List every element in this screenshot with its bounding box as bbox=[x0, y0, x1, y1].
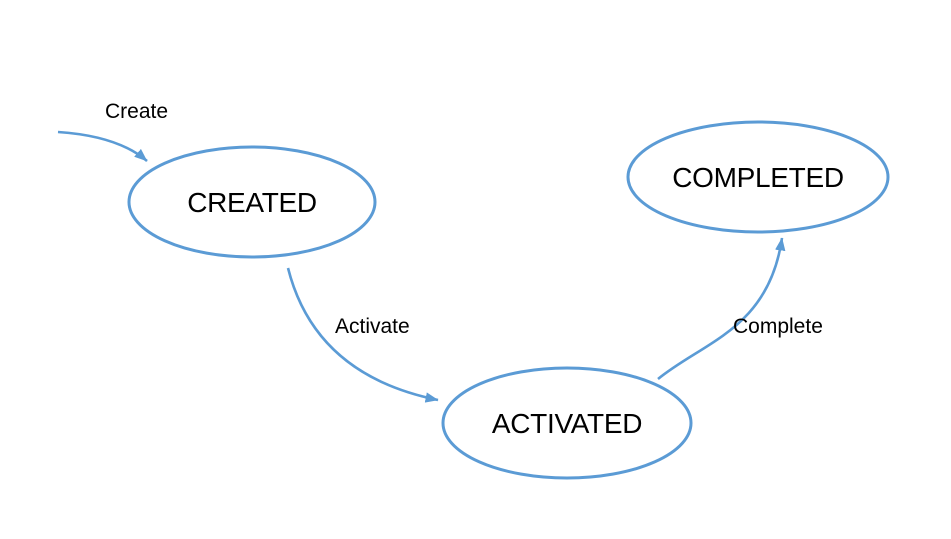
state-completed-label: COMPLETED bbox=[672, 162, 844, 193]
transition-activate-arrow bbox=[286, 267, 439, 403]
transition-complete-arrow bbox=[657, 237, 786, 381]
state-created-ellipse bbox=[127, 145, 377, 259]
state-created-label: CREATED bbox=[187, 187, 317, 218]
state-activated-ellipse bbox=[441, 366, 693, 480]
state-activated-label: ACTIVATED bbox=[492, 408, 642, 439]
transition-complete-label: Complete bbox=[733, 315, 823, 338]
transition-create-arrow bbox=[57, 130, 148, 162]
transition-create-label: Create bbox=[105, 100, 168, 123]
transition-activate-label: Activate bbox=[335, 315, 410, 338]
state-completed-ellipse bbox=[626, 120, 890, 234]
